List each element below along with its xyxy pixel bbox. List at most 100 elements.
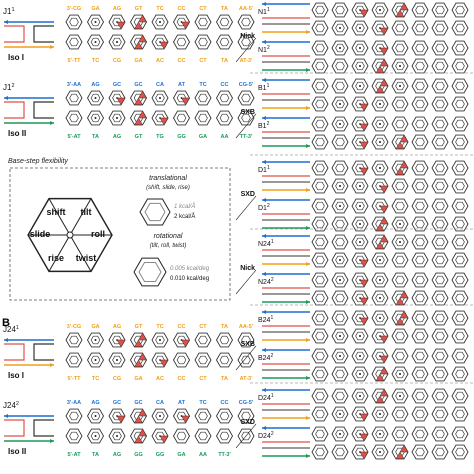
hexagon-outer bbox=[411, 444, 429, 460]
hexagon-outer bbox=[431, 234, 449, 250]
hexagon-inner bbox=[435, 163, 445, 173]
hexagon-outer bbox=[194, 408, 212, 424]
hexagon-outer bbox=[411, 426, 429, 442]
hexagon-inner bbox=[415, 409, 425, 419]
hexagon-inner bbox=[155, 93, 165, 103]
base-step-hexagon bbox=[451, 216, 469, 232]
base-step-hexagon bbox=[431, 348, 449, 364]
hexagon-inner bbox=[219, 113, 230, 123]
base-step-hexagon bbox=[86, 34, 105, 50]
hexagon-outer bbox=[311, 20, 329, 36]
hexagon-inner bbox=[335, 369, 345, 379]
flex-wedge bbox=[395, 141, 405, 150]
hexagon-outer bbox=[451, 310, 469, 326]
wedge-label-twist: twist bbox=[76, 253, 97, 263]
sequence-label: AG bbox=[91, 82, 99, 88]
sequence-label: TG bbox=[156, 134, 164, 140]
sequence-label: CG bbox=[113, 376, 121, 382]
flex-dot bbox=[339, 123, 341, 125]
hexagon-inner bbox=[415, 429, 425, 439]
base-step-hexagon bbox=[351, 20, 369, 36]
hexagon-inner bbox=[355, 23, 365, 33]
base-step-hexagon bbox=[86, 352, 105, 368]
hexagon-inner bbox=[315, 5, 325, 15]
base-step-hexagon bbox=[129, 332, 148, 348]
base-step-hexagon bbox=[194, 428, 212, 444]
base-step-hexagon bbox=[371, 58, 389, 74]
base-step-hexagon bbox=[431, 78, 449, 94]
fan-line bbox=[235, 195, 257, 221]
hexagon-inner bbox=[315, 331, 325, 341]
base-step-hexagon bbox=[371, 272, 389, 288]
flex-wedge bbox=[399, 160, 409, 169]
hexagon-inner bbox=[455, 43, 465, 53]
sequence-label: CC bbox=[178, 58, 186, 64]
flex-wedge bbox=[379, 27, 389, 36]
base-step-hexagon bbox=[411, 290, 429, 306]
base-step-hexagon bbox=[451, 328, 469, 344]
hexagon-outer bbox=[431, 366, 449, 382]
hexagon-inner bbox=[69, 431, 79, 441]
base-step-hexagon bbox=[86, 428, 105, 444]
sequence-label: GT bbox=[135, 134, 143, 140]
base-step-hexagon bbox=[331, 116, 349, 132]
hexagon-inner bbox=[335, 237, 345, 247]
base-step-hexagon bbox=[311, 134, 329, 150]
base-step-hexagon bbox=[351, 348, 369, 364]
base-step-hexagon bbox=[431, 178, 449, 194]
isomer-label: Iso II bbox=[8, 129, 26, 138]
sequence-label: GG bbox=[134, 452, 143, 458]
flex-wedge bbox=[134, 117, 143, 126]
base-step-hexagon bbox=[331, 216, 349, 232]
hexagon-outer bbox=[411, 58, 429, 74]
hexagon-outer bbox=[451, 96, 469, 112]
base-step-hexagon bbox=[391, 444, 409, 460]
hexagon-outer bbox=[194, 352, 212, 368]
arrow-head bbox=[306, 144, 310, 148]
flex-wedge bbox=[181, 21, 190, 30]
flex-wedge bbox=[395, 317, 405, 326]
arrow-head bbox=[4, 338, 8, 342]
hexagon-inner bbox=[90, 113, 101, 123]
hexagon-outer bbox=[65, 332, 83, 348]
flex-wedge bbox=[159, 117, 169, 126]
hexagon-outer bbox=[451, 444, 469, 460]
base-step-hexagon bbox=[311, 116, 329, 132]
flex-dot bbox=[94, 117, 97, 119]
hexagon-outer bbox=[331, 444, 349, 460]
hexagon-inner bbox=[315, 163, 325, 173]
sequence-label: TC bbox=[156, 324, 163, 330]
hexagon-outer bbox=[451, 58, 469, 74]
hexagon-inner bbox=[415, 293, 425, 303]
hexagon-inner bbox=[395, 23, 405, 33]
hexagon-inner bbox=[335, 447, 345, 457]
flex-dot bbox=[159, 41, 161, 43]
flex-wedge bbox=[395, 451, 405, 460]
sequence-label: GC bbox=[113, 400, 121, 406]
flex-wedge bbox=[359, 141, 369, 150]
fan-line bbox=[235, 113, 257, 139]
hexagon-outer bbox=[311, 348, 329, 364]
hexagon-inner bbox=[415, 331, 425, 341]
base-step-hexagon bbox=[411, 310, 429, 326]
hexagon-inner bbox=[435, 331, 445, 341]
flex-dot bbox=[159, 435, 161, 437]
hexagon-outer bbox=[411, 272, 429, 288]
base-step-hexagon bbox=[371, 78, 389, 94]
flex-dot bbox=[359, 335, 361, 337]
hexagon-inner bbox=[315, 137, 325, 147]
flex-dot bbox=[339, 27, 341, 29]
hexagon-inner bbox=[90, 431, 101, 441]
base-step-hexagon bbox=[351, 234, 369, 250]
flex-wedge bbox=[399, 134, 409, 143]
flex-dot bbox=[359, 373, 361, 375]
flex-dot bbox=[359, 103, 361, 105]
hexagon-inner bbox=[375, 447, 385, 457]
hexagon-inner bbox=[375, 163, 385, 173]
base-step-hexagon bbox=[151, 428, 169, 444]
base-step-hexagon bbox=[411, 348, 429, 364]
flex-dot bbox=[379, 185, 381, 187]
hexagon-outer bbox=[451, 116, 469, 132]
hexagon-outer bbox=[431, 116, 449, 132]
